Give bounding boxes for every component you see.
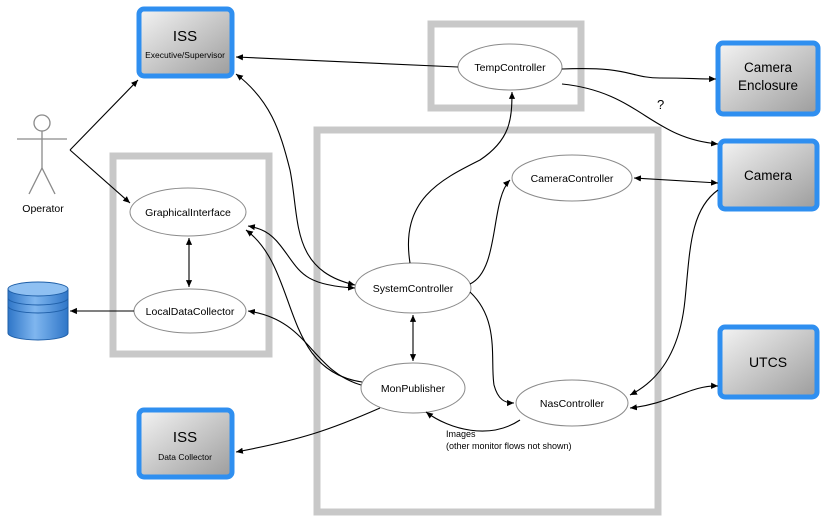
iss-data-title: ISS <box>173 429 197 446</box>
system-controller-node: SystemController <box>354 262 472 314</box>
nas-controller-label: NasController <box>540 398 605 410</box>
edge-operator-gui <box>69 149 131 204</box>
utcs-title: UTCS <box>749 354 787 370</box>
images-label: Images <box>446 429 476 439</box>
iss-exec-title: ISS <box>173 28 197 45</box>
temp-controller-label: TempController <box>474 62 546 74</box>
edge-mon-ldc <box>247 308 362 386</box>
temp-controller-node: TempController <box>457 43 563 91</box>
edge-nas-utcs <box>629 382 719 411</box>
edge-camera-nas <box>629 189 719 396</box>
iss-executive-box: ISS Executive/Supervisor <box>136 6 235 79</box>
mon-publisher-label: MonPublisher <box>381 383 446 395</box>
graphical-interface-label: GraphicalInterface <box>145 207 231 219</box>
graphical-interface-node: GraphicalInterface <box>129 187 247 237</box>
edge-system-nas <box>469 291 515 407</box>
camera-title: Camera <box>744 168 793 183</box>
camera-enclosure-line2: Enclosure <box>738 78 798 93</box>
local-data-collector-node: LocalDataCollector <box>133 288 247 334</box>
local-data-collector-label: LocalDataCollector <box>146 306 235 318</box>
edge-temp-camera <box>561 83 719 147</box>
edge-temp-enclosure <box>561 67 717 83</box>
system-controller-label: SystemController <box>373 283 454 295</box>
edge-camctrl-camera <box>633 175 719 186</box>
question-mark-label: ? <box>657 97 664 112</box>
images-note-label: (other monitor flows not shown) <box>446 441 572 451</box>
camera-box: Camera <box>717 138 820 212</box>
camera-controller-label: CameraController <box>531 173 614 185</box>
iss-data-subtitle: Data Collector <box>158 452 212 462</box>
camera-controller-node: CameraController <box>511 154 633 202</box>
nas-controller-node: NasController <box>515 379 629 427</box>
utcs-box: UTCS <box>717 324 820 400</box>
edge-operator-iss <box>69 79 139 151</box>
database-icon <box>7 281 69 341</box>
edge-nas-mon <box>425 411 521 432</box>
edge-system-camctrl <box>469 179 511 285</box>
iss-data-collector-box: ISS Data Collector <box>136 407 235 480</box>
edge-mon-gui <box>245 229 363 383</box>
core-group-box <box>313 126 662 516</box>
iss-exec-subtitle: Executive/Supervisor <box>145 50 225 60</box>
camera-enclosure-line1: Camera <box>744 60 793 75</box>
edge-system-temp <box>408 91 516 264</box>
edge-mon-issdata <box>235 407 381 454</box>
edge-system-iss <box>235 73 356 287</box>
mon-publisher-node: MonPublisher <box>360 362 466 414</box>
camera-enclosure-box: Camera Enclosure <box>715 40 821 117</box>
edge-temp-iss <box>235 54 459 68</box>
operator-label: Operator <box>22 203 64 215</box>
edge-system-gui <box>247 224 356 291</box>
operator-actor-icon <box>17 114 67 195</box>
